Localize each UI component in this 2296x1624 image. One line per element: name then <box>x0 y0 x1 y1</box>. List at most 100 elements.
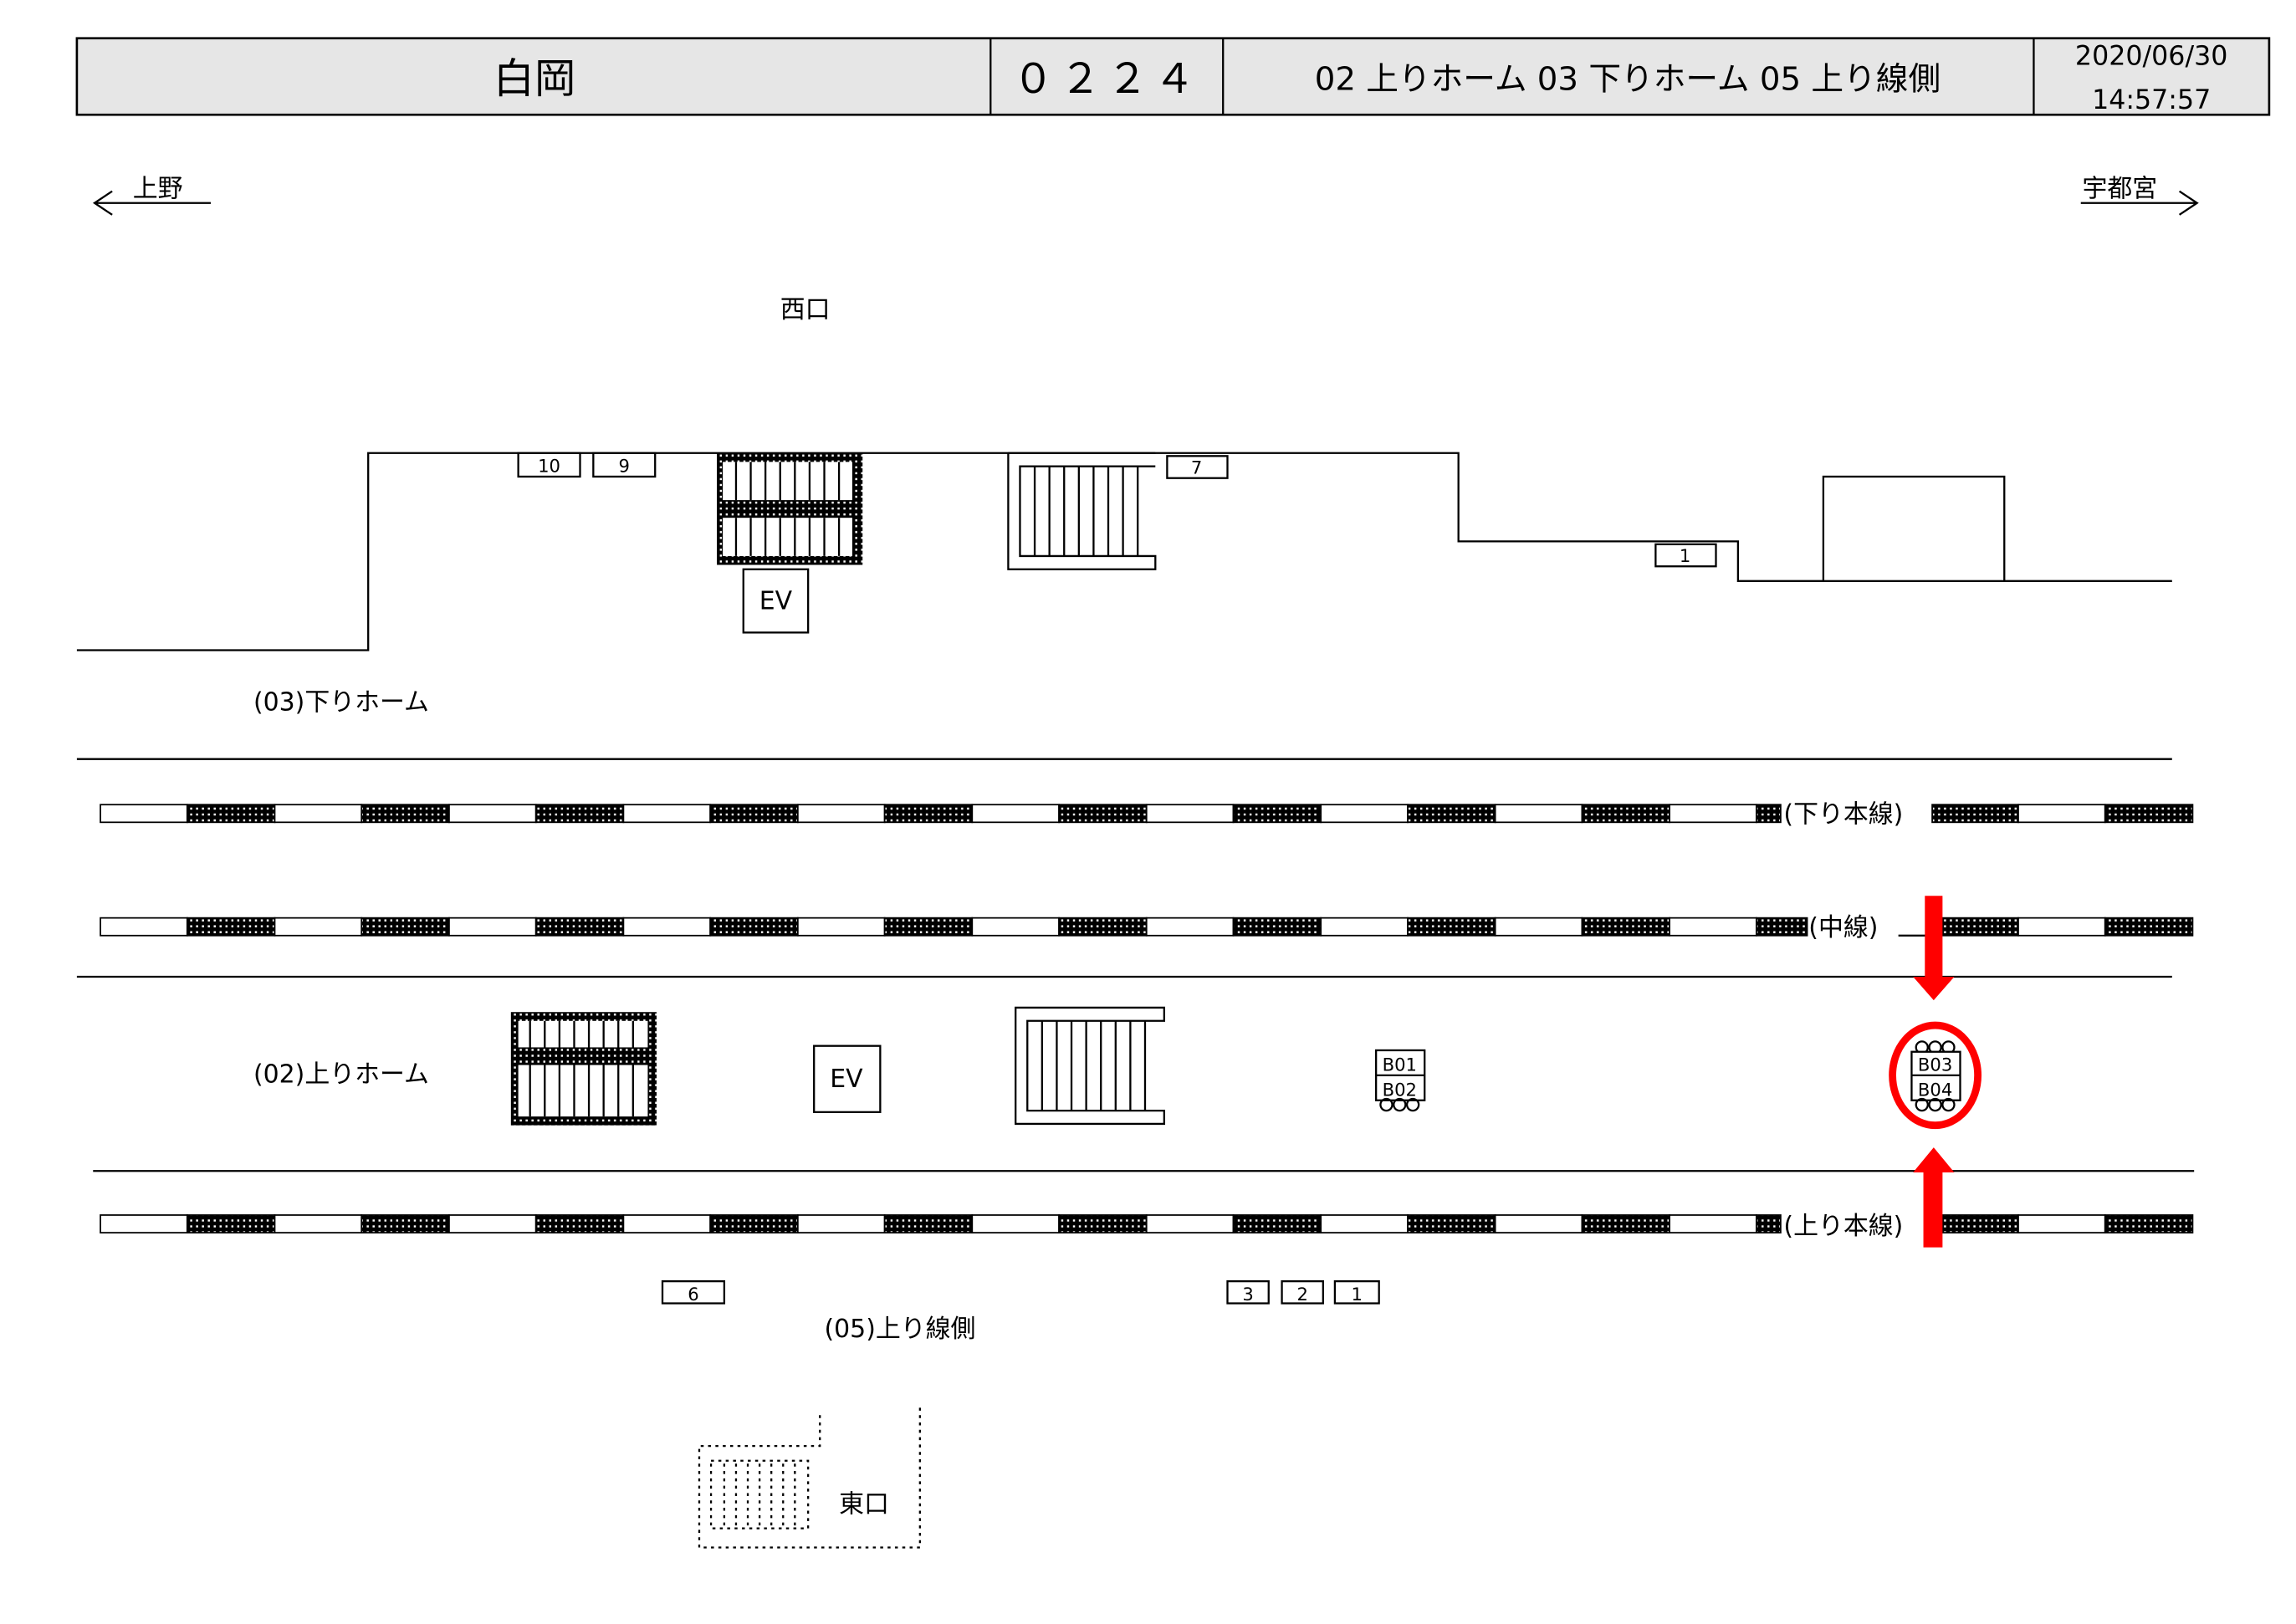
sign-6: 6 <box>661 1279 726 1305</box>
west-exit-label: 西口 <box>780 295 831 324</box>
arrow-up-icon <box>1913 1147 1955 1248</box>
stairs-platform-02 <box>510 1012 657 1126</box>
rail-segment <box>1320 1214 1409 1233</box>
rail-segment <box>448 1214 537 1233</box>
rail-segment <box>186 917 276 937</box>
rail-segment <box>709 917 799 937</box>
escalator-top <box>1007 452 1157 570</box>
rail-segment <box>1232 804 1322 824</box>
rail-segment <box>361 804 450 824</box>
rail-segment <box>1058 1214 1148 1233</box>
direction-left-label: 上野 <box>133 175 183 204</box>
highlight-marker <box>1889 896 1982 1248</box>
rail-segment <box>796 917 886 937</box>
platform-03-label: (03)下りホーム <box>253 688 429 718</box>
time: 14:57:57 <box>2092 85 2211 115</box>
sign-7: 7 <box>1166 455 1229 479</box>
sign-10: 10 <box>517 452 581 478</box>
rail-segment <box>1320 804 1409 824</box>
sign-2: 2 <box>1281 1279 1324 1305</box>
rail-segment <box>1581 804 1670 824</box>
sign-1-bottom: 1 <box>1333 1279 1380 1305</box>
rail-segment <box>2104 804 2194 824</box>
rail-segment <box>274 804 363 824</box>
rail-segment <box>1407 804 1496 824</box>
rail-segment <box>100 917 188 937</box>
board-b01-b02: B01 B02 <box>1375 1049 1426 1112</box>
rail-segment <box>1581 917 1670 937</box>
svg-text:6: 6 <box>688 1284 698 1305</box>
track-up-main <box>100 1214 2194 1233</box>
rail-segment <box>1669 1214 1757 1233</box>
side-05-label: (05)上り線側 <box>825 1315 976 1344</box>
rail-segment <box>2104 917 2194 937</box>
rail-segment <box>971 804 1060 824</box>
svg-text:1: 1 <box>1680 545 1690 566</box>
rail-segment <box>1755 917 1808 937</box>
rail-segment <box>1145 917 1235 937</box>
direction-right-label: 宇都宮 <box>2083 175 2158 204</box>
rail-segment <box>100 1214 188 1233</box>
track-middle <box>100 917 2194 937</box>
date: 2020/06/30 <box>2075 41 2227 71</box>
rail-segment <box>1931 917 2019 937</box>
rail-segment <box>2017 1214 2106 1233</box>
rail-segment <box>534 917 625 937</box>
svg-text:2: 2 <box>1296 1284 1307 1305</box>
rail-segment <box>1931 1214 2019 1233</box>
rail-segment <box>971 917 1060 937</box>
rail-segment <box>1669 804 1757 824</box>
rail-segment <box>361 917 450 937</box>
svg-text:EV: EV <box>759 586 793 615</box>
highlight-circle <box>1889 1021 1982 1130</box>
sign-3: 3 <box>1226 1279 1270 1305</box>
stairs-west <box>717 452 863 565</box>
rail-segment <box>622 804 712 824</box>
svg-text:B03: B03 <box>1918 1055 1952 1075</box>
rail-segment <box>622 1214 712 1233</box>
rail-segment <box>100 804 188 824</box>
svg-text:3: 3 <box>1242 1284 1253 1305</box>
station-name: 白岡 <box>493 54 576 103</box>
rail-segment <box>1494 917 1583 937</box>
rail-segment <box>274 917 363 937</box>
rail-segment <box>1407 917 1496 937</box>
rail-segment <box>1755 804 1782 824</box>
rail-segment <box>709 804 799 824</box>
header-bar: 白岡 ０２２４ 02 上りホーム 03 下りホーム 05 上り線側 2020/0… <box>75 37 2271 116</box>
arrow-down-icon <box>1913 896 1955 1001</box>
escalator-platform-02 <box>1015 1006 1165 1126</box>
rail-segment <box>2104 1214 2194 1233</box>
rail-segment <box>448 804 537 824</box>
elevator-top: EV <box>742 568 810 634</box>
rail-segment <box>883 804 974 824</box>
track-down-main-label: (下り本線) <box>1783 799 1903 829</box>
station-code: ０２２４ <box>1013 54 1201 103</box>
rail-segment <box>274 1214 363 1233</box>
rail-segment <box>186 804 276 824</box>
rail-segment <box>1669 917 1757 937</box>
svg-text:7: 7 <box>1191 457 1202 477</box>
arrow-left-icon <box>92 190 211 216</box>
rail-segment <box>448 917 537 937</box>
rail-segment <box>1058 804 1148 824</box>
east-exit: 東口 <box>698 1404 921 1549</box>
board-b03-b04: B03 B04 <box>1910 1040 1961 1112</box>
rail-segment <box>883 917 974 937</box>
rail-segment <box>1320 917 1409 937</box>
east-exit-label: 東口 <box>839 1489 889 1519</box>
svg-text:B01: B01 <box>1383 1055 1417 1075</box>
direction-left: 上野 <box>92 175 211 216</box>
rail-segment <box>1232 917 1322 937</box>
rail-segment <box>709 1214 799 1233</box>
svg-text:10: 10 <box>538 456 560 477</box>
svg-text:B04: B04 <box>1918 1079 1952 1100</box>
direction-right: 宇都宮 <box>2080 175 2199 216</box>
rail-segment <box>1931 804 2019 824</box>
sign-9: 9 <box>592 452 657 478</box>
rail-segment <box>1755 1214 1782 1233</box>
elevator-platform-02: EV <box>813 1044 882 1113</box>
rail-segment <box>796 804 886 824</box>
rail-segment <box>1494 1214 1583 1233</box>
